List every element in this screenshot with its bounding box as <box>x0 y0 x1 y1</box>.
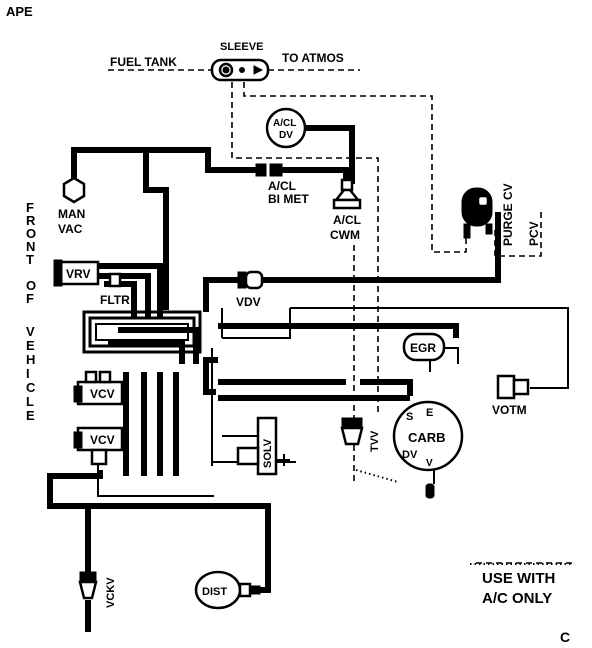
front-of-vehicle-letter: O <box>26 226 36 241</box>
header-code: APE <box>6 4 33 19</box>
acl-bimet-sensor <box>255 163 283 177</box>
purge-cv-valve <box>461 187 493 239</box>
man-vac-label-1: MAN <box>58 207 85 221</box>
front-of-vehicle-letter: R <box>26 213 36 228</box>
carb-v-label: V <box>426 458 433 469</box>
vckv-label: VCKV <box>105 577 117 608</box>
front-of-vehicle-letter: O <box>26 278 36 293</box>
front-of-vehicle-letter: E <box>26 338 35 353</box>
to-atmos-label: TO ATMOS <box>282 51 344 65</box>
legend-text-2: A/C ONLY <box>482 590 552 607</box>
acl-bimet-label-2: BI MET <box>268 192 309 206</box>
sleeve-label: SLEEVE <box>220 41 263 53</box>
solv-label: SOLV <box>262 438 274 468</box>
vdv-label: VDV <box>236 295 261 309</box>
sleeve-component <box>210 58 270 82</box>
carb-dv-label: DV <box>402 449 418 461</box>
tvv-valve: TVV <box>340 417 381 452</box>
legend: USE WITH A/C ONLY <box>482 570 555 607</box>
acl-dv-label-2: DV <box>279 130 293 141</box>
vcv-label-1: VCV <box>90 387 115 401</box>
acl-dv-valve: A/CL DV <box>265 107 307 149</box>
carburetor: CARB S E DV V <box>392 400 464 499</box>
purge-cv-label: PURGE CV <box>501 183 515 246</box>
main-vacuum-hoses <box>47 125 501 632</box>
legend-text-1: USE WITH <box>482 570 555 587</box>
filter-component <box>108 272 122 288</box>
votm-valve <box>496 374 530 400</box>
acl-cwm-motor <box>332 178 362 210</box>
carb-e-label: E <box>426 407 433 419</box>
acl-cwm-label-2: CWM <box>330 228 360 242</box>
votm-label: VOTM <box>492 403 527 417</box>
distributor-diaphragm: DIST <box>194 570 261 610</box>
pcv-label: PCV <box>527 221 541 246</box>
carb-s-label: S <box>406 411 413 423</box>
dist-label: DIST <box>202 586 227 598</box>
front-of-vehicle-letter: T <box>26 252 34 267</box>
acl-dv-label-1: A/CL <box>273 118 296 129</box>
vcv-label-2: VCV <box>90 433 115 447</box>
carb-label: CARB <box>408 430 446 445</box>
front-of-vehicle-label: F R O N T O F V E H I C L E <box>26 200 36 423</box>
vckv-check-valve: VCKV <box>78 571 117 608</box>
fuel-tank-label: FUEL TANK <box>110 55 177 69</box>
tvv-label: TVV <box>369 430 381 452</box>
acl-bimet-label-1: A/CL <box>268 179 296 193</box>
front-of-vehicle-letter: F <box>26 291 34 306</box>
front-of-vehicle-letter: H <box>26 352 35 367</box>
thin-vacuum-hoses <box>82 307 569 497</box>
solenoid-valve: SOLV <box>236 416 290 476</box>
egr-label: EGR <box>410 341 436 355</box>
man-vac-label-2: VAC <box>58 222 83 236</box>
manifold-vacuum-port <box>62 176 86 204</box>
front-of-vehicle-letter: I <box>26 366 30 381</box>
vrv-valve: VRV <box>53 259 100 287</box>
vcv-valve-upper: VCV <box>73 370 124 406</box>
acl-cwm-label-1: A/CL <box>333 213 361 227</box>
fltr-label: FLTR <box>100 293 130 307</box>
vrv-label: VRV <box>66 267 90 281</box>
front-of-vehicle-letter: V <box>26 324 35 339</box>
front-of-vehicle-letter: L <box>26 394 34 409</box>
front-of-vehicle-letter: F <box>26 200 34 215</box>
front-of-vehicle-letter: E <box>26 408 35 423</box>
front-of-vehicle-letter: C <box>26 380 36 395</box>
vcv-valve-lower: VCV <box>73 426 124 466</box>
egr-valve: EGR <box>402 332 446 362</box>
dotted-lines <box>355 469 572 565</box>
front-of-vehicle-letter: N <box>26 239 35 254</box>
corner-code: C <box>560 629 570 645</box>
vdv-valve <box>237 270 264 290</box>
